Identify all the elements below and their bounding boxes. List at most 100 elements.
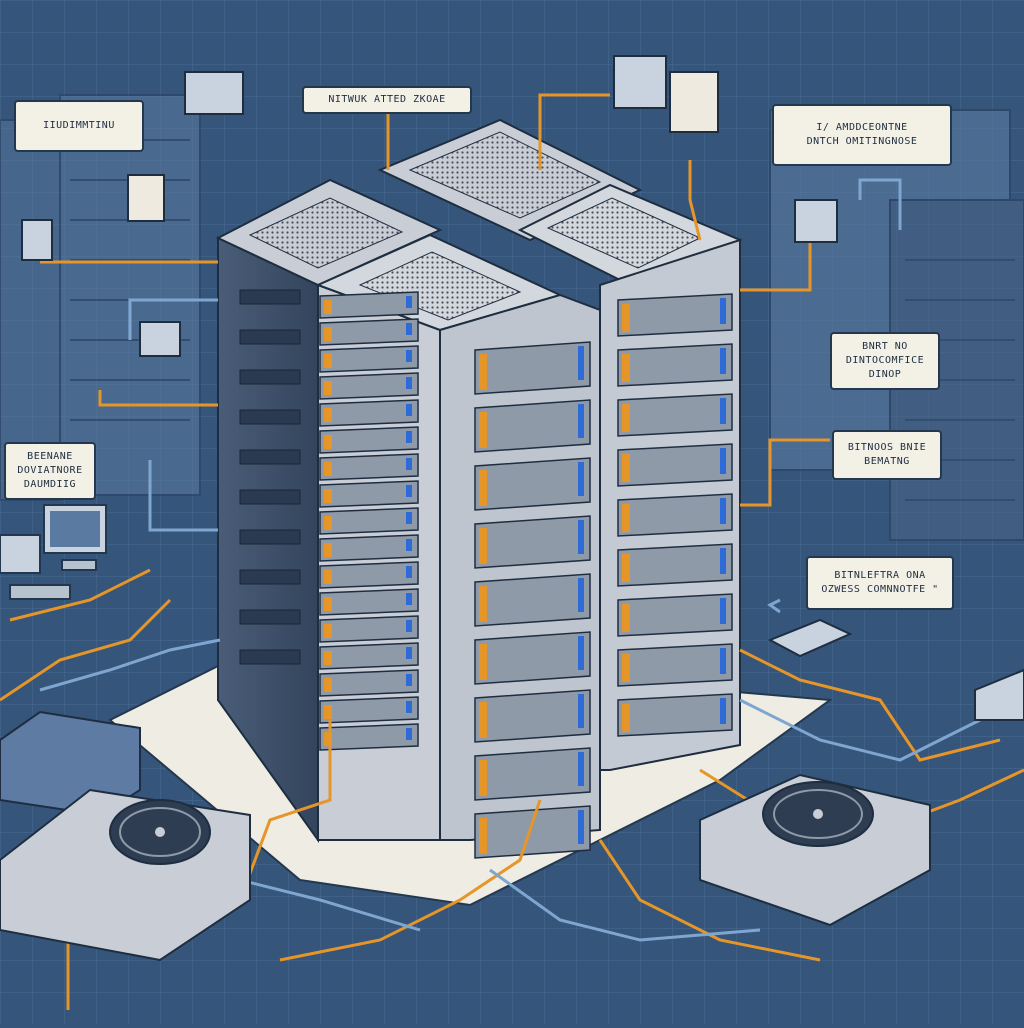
drive-bay [475, 400, 590, 452]
drive-status-led [406, 593, 412, 605]
callout-bottom-right-line-2: OZWESS COMNNOTFE " [821, 583, 938, 597]
drive-handle [622, 454, 630, 482]
drive-handle [479, 818, 487, 854]
drive-status-led [720, 698, 726, 724]
drive-handle [622, 654, 630, 682]
drive-bays-right [618, 294, 732, 736]
drive-handle [479, 528, 487, 564]
drive-status-led [406, 620, 412, 632]
drive-handle [479, 412, 487, 448]
drive-handle [324, 543, 332, 557]
drive-handle [324, 570, 332, 584]
drive-status-led [406, 404, 412, 416]
callout-left-mid-line-3: DAUMDIIG [24, 478, 76, 492]
drive-handle [324, 651, 332, 665]
drive-status-led [578, 810, 584, 844]
callout-top-right-line-1: I/ AMDDCEONTNE [816, 121, 907, 135]
drive-bay [320, 508, 418, 534]
drive-bay [320, 589, 418, 615]
drive-handle [622, 504, 630, 532]
callout-top-left: IIUDIMMTINU [14, 100, 144, 152]
drive-bay [475, 690, 590, 742]
drive-status-led [720, 498, 726, 524]
drive-bay [320, 454, 418, 480]
drive-status-led [406, 566, 412, 578]
drive-bay [320, 346, 418, 372]
drive-handle [479, 760, 487, 796]
callout-network-attached-storage: NITWUK ATTED ZKOAE [302, 86, 472, 114]
drive-status-led [578, 462, 584, 496]
drive-handle [622, 404, 630, 432]
drive-status-led [406, 512, 412, 524]
drive-status-led [720, 548, 726, 574]
drive-bay [320, 481, 418, 507]
drive-handle [479, 586, 487, 622]
drive-handle [324, 462, 332, 476]
drive-bay [320, 400, 418, 426]
drive-handle [324, 300, 332, 314]
drive-status-led [406, 647, 412, 659]
drive-status-led [406, 701, 412, 713]
drive-handle [324, 705, 332, 719]
drive-bay [475, 458, 590, 510]
drive-bay [618, 394, 732, 436]
drive-bay [475, 632, 590, 684]
drive-status-led [406, 674, 412, 686]
drive-bay [618, 444, 732, 486]
drive-handle [479, 470, 487, 506]
drive-status-led [720, 348, 726, 374]
drive-bay [320, 697, 418, 723]
drive-bay [618, 344, 732, 386]
drive-status-led [578, 520, 584, 554]
callout-right-lower-line-1: BITNOOS BNIE [848, 441, 926, 455]
drive-bay [475, 574, 590, 626]
drive-handle [324, 516, 332, 530]
drive-handle [622, 304, 630, 332]
drive-status-led [720, 448, 726, 474]
callout-bottom-right-line-1: BITNLEFTRA ONA [834, 569, 925, 583]
callout-right-mid-line-3: DINOP [869, 368, 902, 382]
drive-bay [618, 494, 732, 536]
drive-bay [618, 294, 732, 336]
drive-bay [475, 748, 590, 800]
drive-bay [320, 319, 418, 345]
drive-status-led [578, 694, 584, 728]
drive-handle [622, 704, 630, 732]
drive-bays-middle [475, 342, 590, 858]
drive-bay [320, 292, 418, 318]
callout-right-mid-line-1: BNRT NO [862, 340, 908, 354]
callout-left-mid-line-1: BEENANE [27, 450, 73, 464]
drive-bay [320, 562, 418, 588]
drive-status-led [406, 485, 412, 497]
drive-handle [479, 702, 487, 738]
drive-bay [618, 544, 732, 586]
drive-status-led [578, 752, 584, 786]
drive-status-led [406, 728, 412, 740]
drive-status-led [406, 323, 412, 335]
drive-bay [475, 806, 590, 858]
drive-handle [479, 354, 487, 390]
callout-right-mid: BNRT NO DINTOCOMFICE DINOP [830, 332, 940, 390]
drive-handle [324, 489, 332, 503]
drive-status-led [720, 298, 726, 324]
drive-status-led [406, 431, 412, 443]
drive-status-led [406, 350, 412, 362]
drive-bay [320, 427, 418, 453]
drive-handle [622, 554, 630, 582]
drive-bay [618, 594, 732, 636]
drive-bay [320, 616, 418, 642]
drive-status-led [578, 346, 584, 380]
drive-status-led [720, 398, 726, 424]
drive-handle [324, 381, 332, 395]
drive-handle [324, 597, 332, 611]
drive-status-led [406, 458, 412, 470]
callout-bottom-right: BITNLEFTRA ONA OZWESS COMNNOTFE " [806, 556, 954, 610]
callout-right-lower-line-2: BEMATNG [864, 455, 910, 469]
callout-left-mid: BEENANE DOVIATNORE DAUMDIIG [4, 442, 96, 500]
callout-right-mid-line-2: DINTOCOMFICE [846, 354, 924, 368]
drive-bay [618, 694, 732, 736]
drive-status-led [578, 578, 584, 612]
drive-bay [320, 643, 418, 669]
drive-bay [320, 724, 418, 750]
